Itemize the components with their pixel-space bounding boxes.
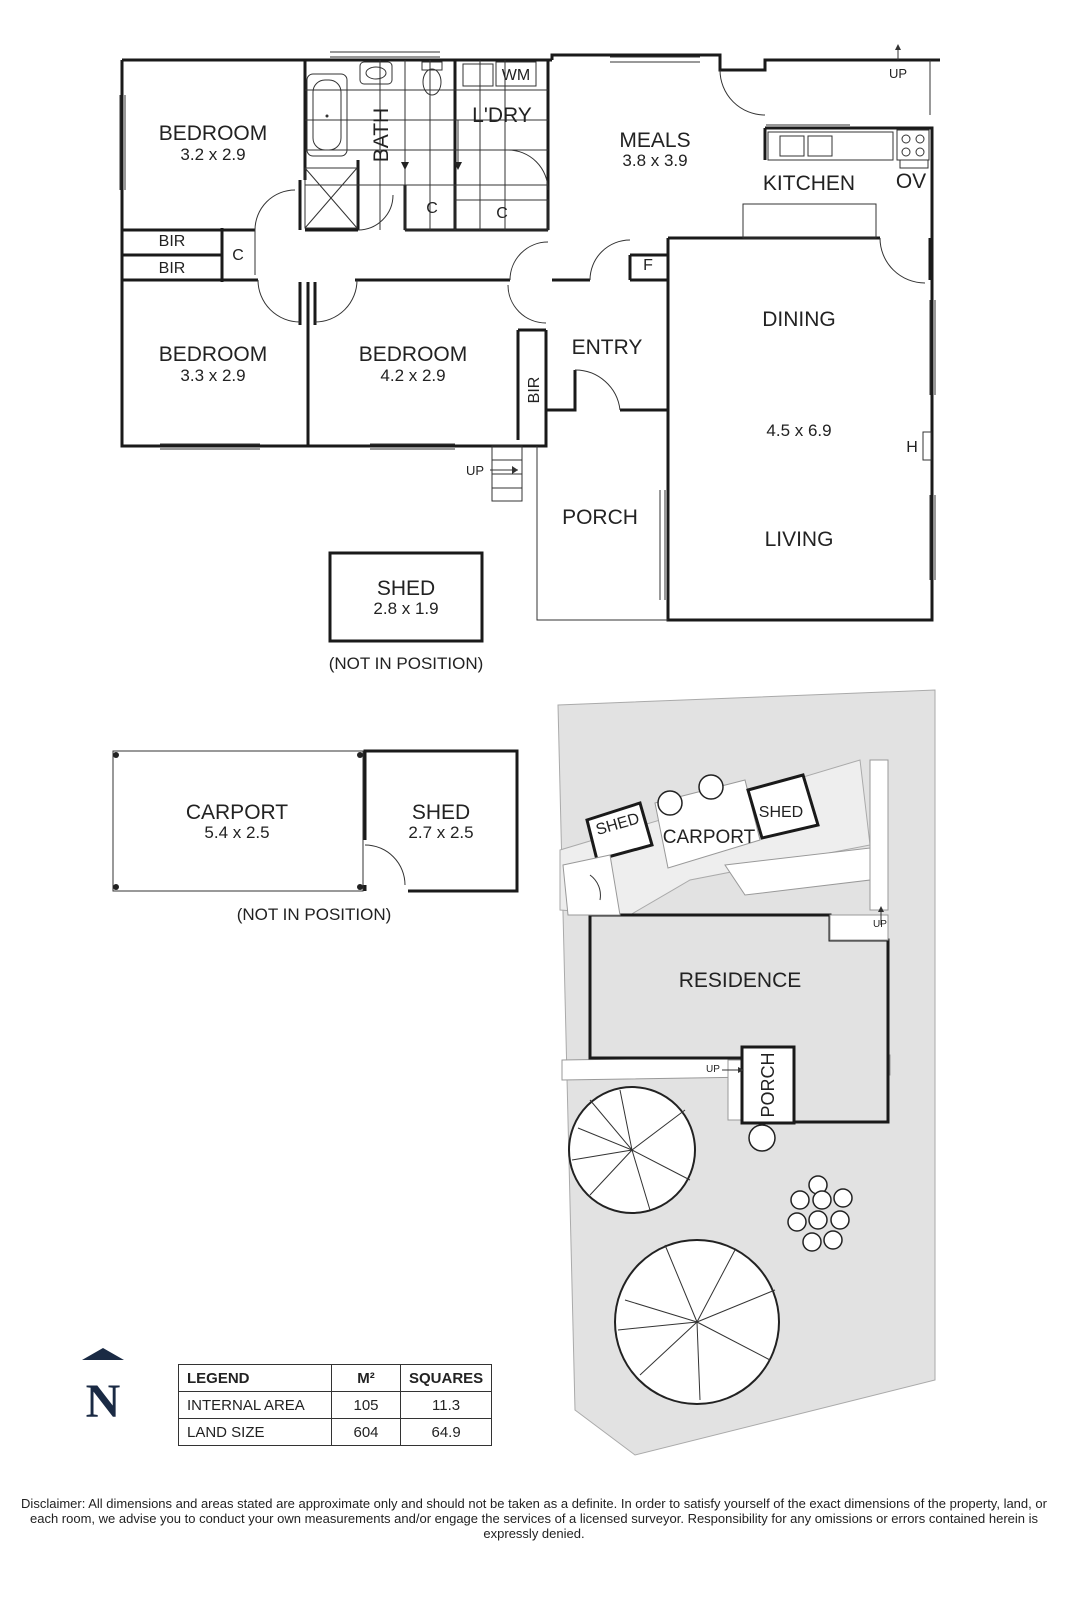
shed2-outline: [363, 749, 519, 893]
fridge-label: F: [643, 257, 653, 274]
cupboard-label-3: C: [496, 205, 508, 222]
tree-large-bottom: [614, 1239, 780, 1405]
legend-table: LEGEND M² SQUARES INTERNAL AREA 105 11.3…: [178, 1364, 493, 1446]
carport-outline: [112, 750, 364, 892]
living-dim: 4.5 x 6.9: [766, 421, 831, 440]
site-porch-label: PORCH: [758, 1052, 778, 1117]
shed2-dim: 2.7 x 2.5: [408, 823, 473, 842]
shed2-note: (NOT IN POSITION): [237, 905, 392, 924]
legend-header: LEGEND: [178, 1364, 332, 1392]
bedroom3-label: BEDROOM: [359, 343, 468, 366]
bir-label-1: BIR: [159, 233, 186, 250]
bedroom2-dim: 3.3 x 2.9: [180, 366, 245, 385]
legend-header: SQUARES: [399, 1364, 493, 1392]
legend-row-m2: 604: [331, 1418, 401, 1446]
kitchen-fixtures: [742, 129, 930, 239]
bathroom-arrows: [401, 120, 462, 170]
shed2-label: SHED: [412, 801, 470, 824]
legend-row-squares: 11.3: [399, 1391, 493, 1419]
entry-label: ENTRY: [572, 336, 643, 359]
site-carport-label: CARPORT: [663, 827, 756, 848]
compass-label: N: [86, 1375, 121, 1428]
shrub-cluster: [657, 774, 853, 1252]
site-up-label-1: UP: [873, 919, 887, 930]
legend-header: M²: [331, 1364, 401, 1392]
laundry-label: L'DRY: [472, 104, 532, 127]
shed1-outline: [328, 551, 484, 643]
up-label-entry: UP: [466, 463, 484, 478]
windows: [119, 51, 936, 600]
site-shed-right-label: SHED: [759, 804, 803, 821]
bedroom3-dim: 4.2 x 2.9: [380, 366, 445, 385]
bedroom2-label: BEDROOM: [159, 343, 268, 366]
shed1-note: (NOT IN POSITION): [329, 654, 484, 673]
bathroom-tiles: [305, 60, 548, 230]
legend-row-label: LAND SIZE: [178, 1418, 332, 1446]
living-label: LIVING: [765, 528, 834, 551]
dining-label: DINING: [762, 308, 836, 331]
kitchen-label: KITCHEN: [763, 172, 855, 195]
legend-header-row: LEGEND M² SQUARES: [178, 1364, 493, 1392]
legend-row-label: INTERNAL AREA: [178, 1391, 332, 1419]
legend-row: LAND SIZE 604 64.9: [178, 1418, 493, 1446]
shed1-dim: 2.8 x 1.9: [373, 599, 438, 618]
legend-row-squares: 64.9: [399, 1418, 493, 1446]
oven-label: OV: [896, 170, 926, 193]
shed1-label: SHED: [377, 577, 435, 600]
site-up-label-2: UP: [706, 1064, 720, 1075]
legend-row: INTERNAL AREA 105 11.3: [178, 1391, 493, 1419]
tree-large-top: [568, 1086, 696, 1214]
bir-label-3: BIR: [526, 377, 543, 404]
bath-label: BATH: [370, 108, 393, 162]
heater-unit: [922, 431, 932, 461]
up-label-kitchen: UP: [889, 66, 907, 81]
bir-label-2: BIR: [159, 260, 186, 277]
north-arrow-icon: N: [82, 1348, 124, 1428]
entry-steps: [490, 44, 931, 502]
meals-dim: 3.8 x 3.9: [622, 151, 687, 170]
legend-row-m2: 105: [331, 1391, 401, 1419]
bath-fixtures: [304, 61, 549, 231]
wm-label: WM: [502, 67, 530, 84]
door-swings: [254, 69, 926, 411]
site-plan: [557, 689, 936, 1456]
disclaimer-text: Disclaimer: All dimensions and areas sta…: [21, 1496, 1047, 1541]
carport-dim: 5.4 x 2.5: [204, 823, 269, 842]
bedroom1-dim: 3.2 x 2.9: [180, 145, 245, 164]
heater-label: H: [906, 439, 918, 456]
bedroom1-label: BEDROOM: [159, 122, 268, 145]
cupboard-label-2: C: [426, 200, 438, 217]
porch-label: PORCH: [562, 506, 638, 529]
site-residence-label: RESIDENCE: [679, 969, 802, 992]
carport-label: CARPORT: [186, 801, 288, 824]
meals-label: MEALS: [619, 129, 690, 152]
cupboard-label-1: C: [232, 247, 244, 264]
